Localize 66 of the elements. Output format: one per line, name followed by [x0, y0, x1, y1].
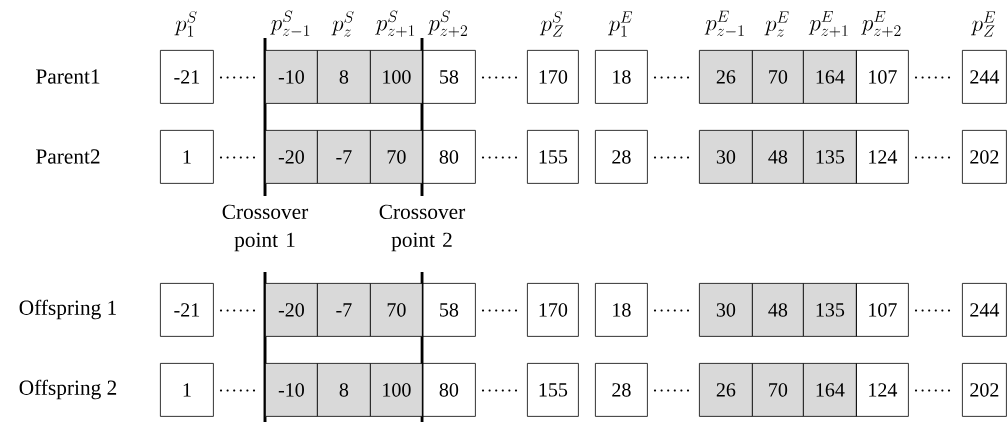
row-label: Parent2 — [36, 149, 100, 164]
gene-cell: -21 — [160, 50, 214, 104]
gene-cell: 135 — [803, 283, 857, 337]
gene-cell: 124 — [856, 130, 909, 184]
gene-label: $p_{z-1}^{S}$ — [270, 10, 310, 36]
gene-cell: 8 — [317, 50, 371, 104]
gene-cell: 58 — [422, 283, 476, 337]
gene-cell: 244 — [962, 283, 1007, 337]
gene-cell: 70 — [752, 363, 804, 417]
gene-label: $p_{1}^{E}$ — [608, 11, 633, 37]
gene-cell: 18 — [595, 50, 648, 104]
gene-cell: 8 — [317, 363, 371, 417]
gene-cell: 135 — [803, 130, 857, 184]
gene-cell: 70 — [370, 283, 423, 337]
gene-cell: 26 — [699, 363, 753, 417]
gene-cell: -10 — [265, 50, 318, 104]
gene-label: $p_{z+1}^{E}$ — [808, 10, 848, 38]
gene-cell: 48 — [752, 283, 804, 337]
gene-label: $p_{z+2}^{S}$ — [427, 10, 468, 38]
crossover-label: Crossover point 2 — [379, 204, 466, 252]
gene-cell: 28 — [595, 363, 648, 417]
gene-cell: 80 — [422, 363, 476, 417]
gene-label: $p_{z}^{E}$ — [764, 11, 789, 37]
row-label: Offspring 1 — [19, 299, 116, 320]
gene-cell: 26 — [699, 50, 753, 104]
gene-cell: -7 — [317, 130, 371, 184]
gene-label: $p_{Z}^{S}$ — [539, 11, 564, 37]
gene-cell: 100 — [370, 363, 423, 417]
gene-cell: 170 — [527, 50, 579, 104]
gene-cell: -21 — [160, 283, 214, 337]
gene-cell: 1 — [160, 130, 214, 184]
gene-label: $p_{z}^{S}$ — [331, 11, 354, 37]
gene-cell: -20 — [265, 130, 318, 184]
gene-cell: 80 — [422, 130, 476, 184]
gene-cell: 70 — [370, 130, 423, 184]
gene-cell: 155 — [527, 130, 579, 184]
gene-cell: 244 — [962, 50, 1007, 104]
gene-cell: 202 — [962, 363, 1007, 417]
gene-cell: 70 — [752, 50, 804, 104]
gene-cell: 58 — [422, 50, 476, 104]
gene-cell: 48 — [752, 130, 804, 184]
gene-cell: 30 — [699, 130, 753, 184]
row-label: Parent1 — [36, 69, 100, 84]
gene-cell: -7 — [317, 283, 371, 337]
gene-cell: 170 — [527, 283, 579, 337]
gene-label: $p_{z+2}^{E}$ — [861, 10, 901, 38]
gene-cell: 164 — [803, 50, 857, 104]
gene-cell: 18 — [595, 283, 648, 337]
crossover-label: Crossover point 1 — [222, 204, 309, 252]
gene-cell: 100 — [370, 50, 423, 104]
gene-cell: -20 — [265, 283, 318, 337]
gene-label: $p_{1}^{S}$ — [174, 11, 197, 37]
gene-cell: 124 — [856, 363, 909, 417]
gene-cell: 1 — [160, 363, 214, 417]
gene-label: $p_{z+1}^{S}$ — [375, 10, 415, 38]
gene-cell: 30 — [699, 283, 753, 337]
gene-label: $p_{Z}^{E}$ — [971, 11, 996, 37]
gene-cell: 202 — [962, 130, 1007, 184]
row-label: Offspring 2 — [19, 379, 117, 400]
gene-label: $p_{z-1}^{E}$ — [704, 10, 744, 36]
gene-cell: -10 — [265, 363, 318, 417]
gene-cell: 107 — [856, 50, 909, 104]
gene-cell: 164 — [803, 363, 857, 417]
gene-cell: 155 — [527, 363, 579, 417]
gene-cell: 28 — [595, 130, 648, 184]
gene-cell: 107 — [856, 283, 909, 337]
